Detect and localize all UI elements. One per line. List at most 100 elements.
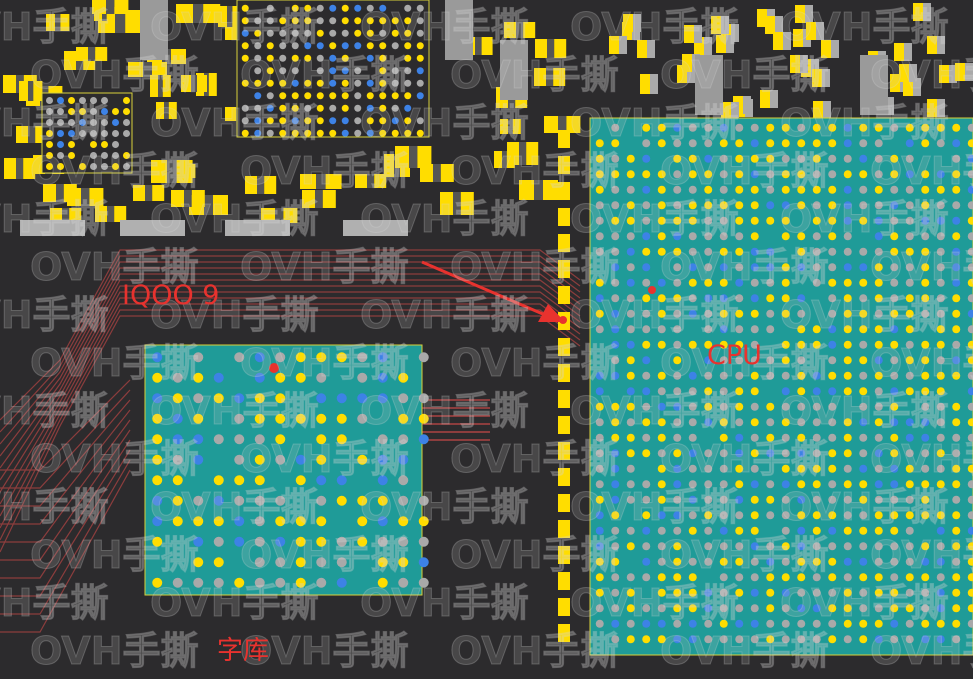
ball-pad (797, 201, 806, 210)
ball-pad (952, 247, 961, 256)
smd-pad (558, 260, 570, 278)
ball-pad (626, 604, 635, 613)
ball-pad (766, 247, 775, 256)
connector-pad (225, 220, 290, 236)
ball-pad (377, 577, 388, 588)
ball-pad (936, 480, 945, 489)
ball-pad (398, 454, 409, 465)
ball-pad (418, 434, 429, 445)
smd-pad (440, 164, 454, 182)
ball-pad (279, 17, 287, 25)
smd-pad (171, 190, 184, 207)
smd-body (516, 22, 524, 38)
ball-pad (766, 371, 775, 380)
ball-pad (936, 216, 945, 225)
ball-pad (874, 232, 883, 241)
ball-pad (890, 449, 899, 458)
ball-pad (936, 185, 945, 194)
ball-pad (416, 117, 424, 125)
ball-pad (391, 104, 399, 112)
ball-pad (657, 201, 666, 210)
smd-pad (609, 36, 619, 54)
ball-pad (688, 294, 697, 303)
trace (0, 315, 581, 553)
ball-pad (391, 42, 399, 50)
ball-pad (266, 92, 274, 100)
ball-pad (719, 278, 728, 287)
ball-pad (657, 309, 666, 318)
ball-pad (398, 372, 409, 383)
ball-pad (735, 201, 744, 210)
ball-pad (291, 54, 299, 62)
smd-pad (558, 624, 570, 642)
watermark-layer: OVH手撕OVH手撕OVH手撕OVH手撕OVH手撕OVH手撕OVH手撕OVH手撕… (0, 5, 973, 674)
watermark-text: OVH手撕 (450, 245, 619, 289)
smd-body (687, 65, 695, 83)
ball-pad (657, 247, 666, 256)
ball-pad (275, 454, 286, 465)
ball-pad (688, 216, 697, 225)
ball-pad (213, 495, 224, 506)
ball-pad (874, 557, 883, 566)
ball-pad (781, 619, 790, 628)
watermark-text: OVH手撕 (360, 581, 529, 625)
ball-pad (936, 201, 945, 210)
smd-body (811, 59, 819, 77)
ball-pad (688, 480, 697, 489)
ball-pad (967, 511, 973, 520)
ball-pad (890, 185, 899, 194)
ball-pad (967, 542, 973, 551)
ball-pad (316, 434, 327, 445)
ball-pad (254, 516, 265, 527)
ball-pad (642, 511, 651, 520)
ball-pad (890, 526, 899, 535)
ball-pad (781, 123, 790, 132)
ball-pad (379, 129, 387, 137)
smd-body (805, 5, 813, 23)
ball-pad (812, 557, 821, 566)
ball-pad (404, 29, 412, 37)
component-body (445, 0, 473, 60)
ball-pad (859, 542, 868, 551)
ball-pad (750, 433, 759, 442)
ball-pad (781, 387, 790, 396)
ball-pad (68, 108, 75, 115)
ball-pad (797, 170, 806, 179)
ball-pad (112, 163, 119, 170)
ball-pad (967, 309, 973, 318)
watermark-text: OVH手撕 (570, 197, 739, 241)
highlighted-pad (269, 363, 279, 373)
ball-pad (921, 340, 930, 349)
ball-pad (843, 433, 852, 442)
smd-pad (716, 35, 726, 53)
ball-pad (766, 201, 775, 210)
smd-body (731, 24, 739, 42)
ball-pad (657, 387, 666, 396)
ball-pad (967, 294, 973, 303)
ball-pad (688, 588, 697, 597)
ball-pad (57, 108, 64, 115)
ball-pad (357, 454, 368, 465)
ball-pad (398, 413, 409, 424)
ball-pad (295, 516, 306, 527)
ball-pad (673, 495, 682, 504)
component-body (500, 40, 528, 100)
ball-pad (843, 170, 852, 179)
ball-pad (890, 557, 899, 566)
ball-pad (279, 67, 287, 75)
ball-pad (611, 542, 620, 551)
ball-pad (735, 232, 744, 241)
ball-pad (967, 604, 973, 613)
ball-pad (657, 511, 666, 520)
trace (0, 469, 131, 633)
smd-pad (558, 156, 570, 174)
ball-pad (828, 480, 837, 489)
ball-pad (719, 154, 728, 163)
ball-pad (673, 294, 682, 303)
ball-pad (595, 526, 604, 535)
ball-pad (673, 402, 682, 411)
ball-pad (874, 371, 883, 380)
ball-pad (812, 123, 821, 132)
ball-pad (316, 577, 327, 588)
